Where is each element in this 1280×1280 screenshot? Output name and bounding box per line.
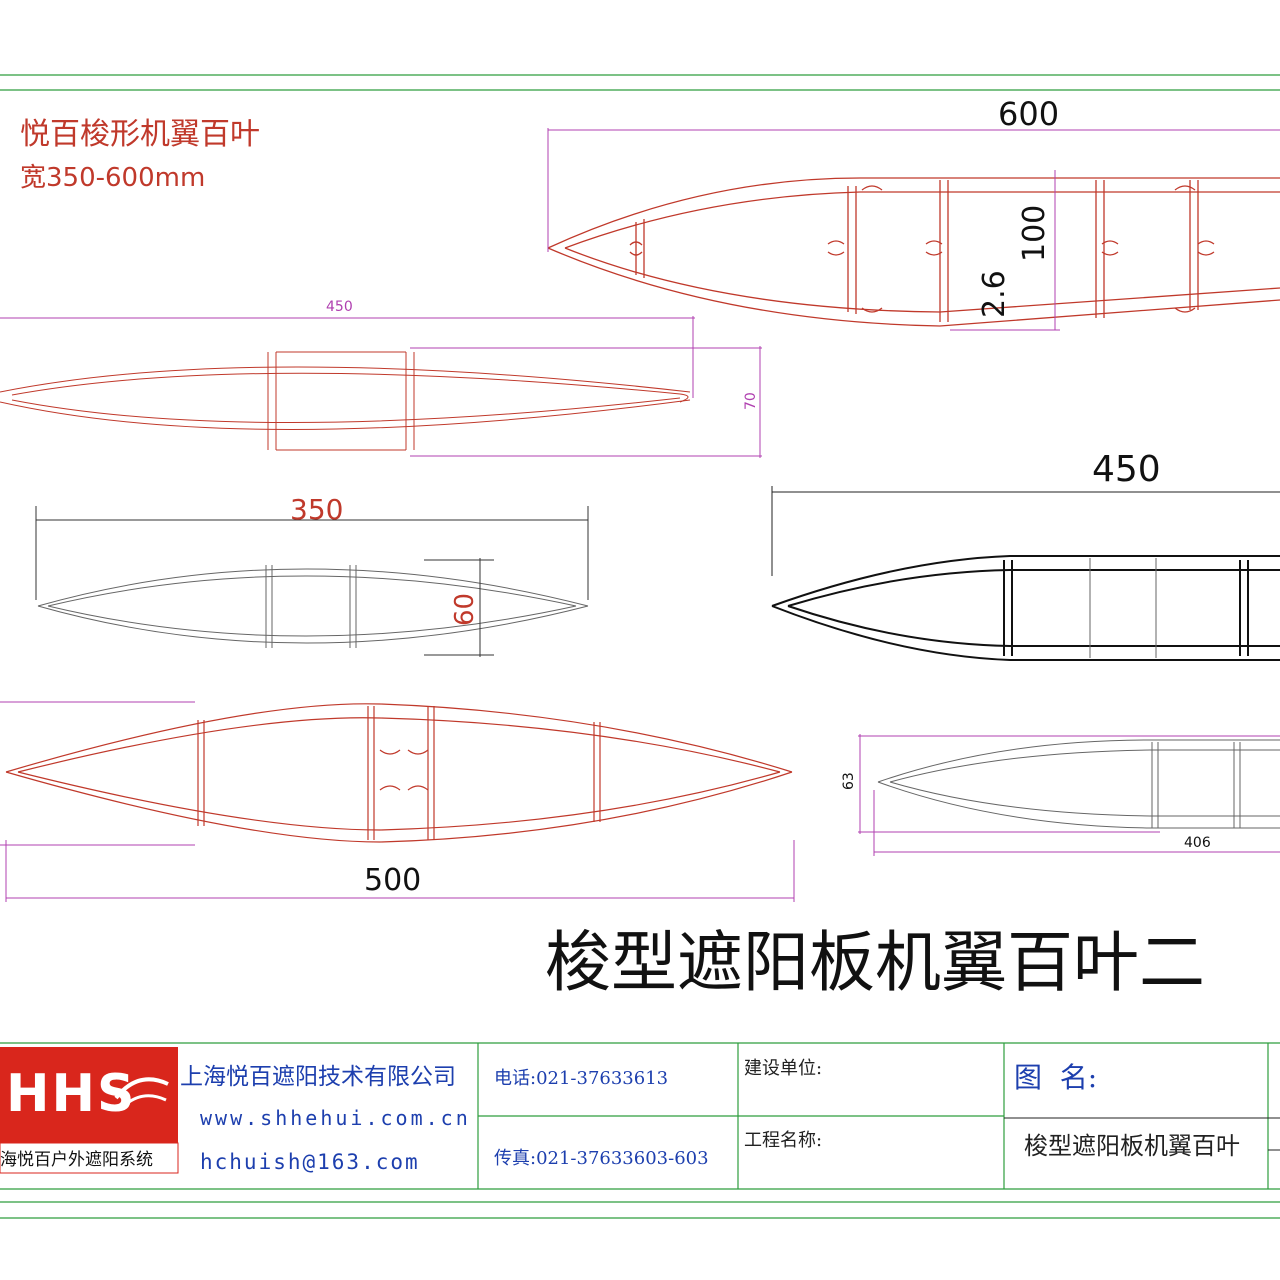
- dim-600-width: 600: [998, 95, 1060, 133]
- title-block-grid: [0, 1042, 1280, 1190]
- profile-450-a: [0, 351, 691, 451]
- dimension-lines-450-a: [0, 316, 762, 458]
- drawing-name-label: 图 名:: [1014, 1061, 1098, 1094]
- profile-406: [877, 739, 1280, 829]
- dim-406-height: 63: [841, 772, 857, 790]
- dim-406-width: 406: [1184, 835, 1211, 851]
- width-range: 宽350-600mm: [20, 163, 206, 193]
- dimension-lines-350: [35, 506, 589, 657]
- dimension-lines-406: [858, 734, 1280, 856]
- company-name: 上海悦百遮阳技术有限公司: [180, 1064, 456, 1090]
- company-logo: [0, 1047, 179, 1174]
- title-block-lines-dark: [1004, 1117, 1280, 1151]
- logo-text: HHS: [6, 1064, 137, 1124]
- dim-350-height: 60: [450, 592, 480, 626]
- dim-500-width: 500: [364, 863, 422, 898]
- profile-450-b-inner: [1089, 558, 1157, 658]
- builder-label: 建设单位:: [744, 1058, 823, 1079]
- drawing-name-value: 梭型遮阳板机翼百叶: [1024, 1132, 1240, 1160]
- phone-number: 电话:021-37633613: [494, 1068, 669, 1089]
- dim-350-width: 350: [290, 493, 344, 526]
- sheet-border: [0, 74, 1280, 1219]
- logo-caption: 海悦百户外遮阳系统: [0, 1150, 153, 1170]
- fax-number: 传真:021-37633603-603: [494, 1148, 709, 1169]
- dimension-lines-450-b: [771, 486, 1280, 576]
- profile-350: [37, 565, 589, 648]
- profile-500: [5, 703, 793, 843]
- dim-450a-width: 450: [326, 299, 353, 315]
- company-website: www.shhehui.com.cn: [200, 1106, 471, 1130]
- project-label: 工程名称:: [744, 1130, 823, 1151]
- dim-600-thickness: 2.6: [977, 270, 1012, 318]
- product-title: 悦百梭形机翼百叶: [20, 117, 260, 152]
- dim-450b-width: 450: [1092, 449, 1161, 490]
- dimension-lines-600: [547, 128, 1280, 331]
- profile-600: [547, 177, 1280, 327]
- dim-450a-height: 70: [743, 392, 759, 410]
- dim-600-height: 100: [1017, 204, 1052, 262]
- drawing-title: 梭型遮阳板机翼百叶二: [545, 924, 1205, 1001]
- company-email: hchuish@163.com: [200, 1150, 420, 1174]
- dimension-lines-500: [0, 701, 795, 902]
- profile-450-b: [771, 555, 1280, 661]
